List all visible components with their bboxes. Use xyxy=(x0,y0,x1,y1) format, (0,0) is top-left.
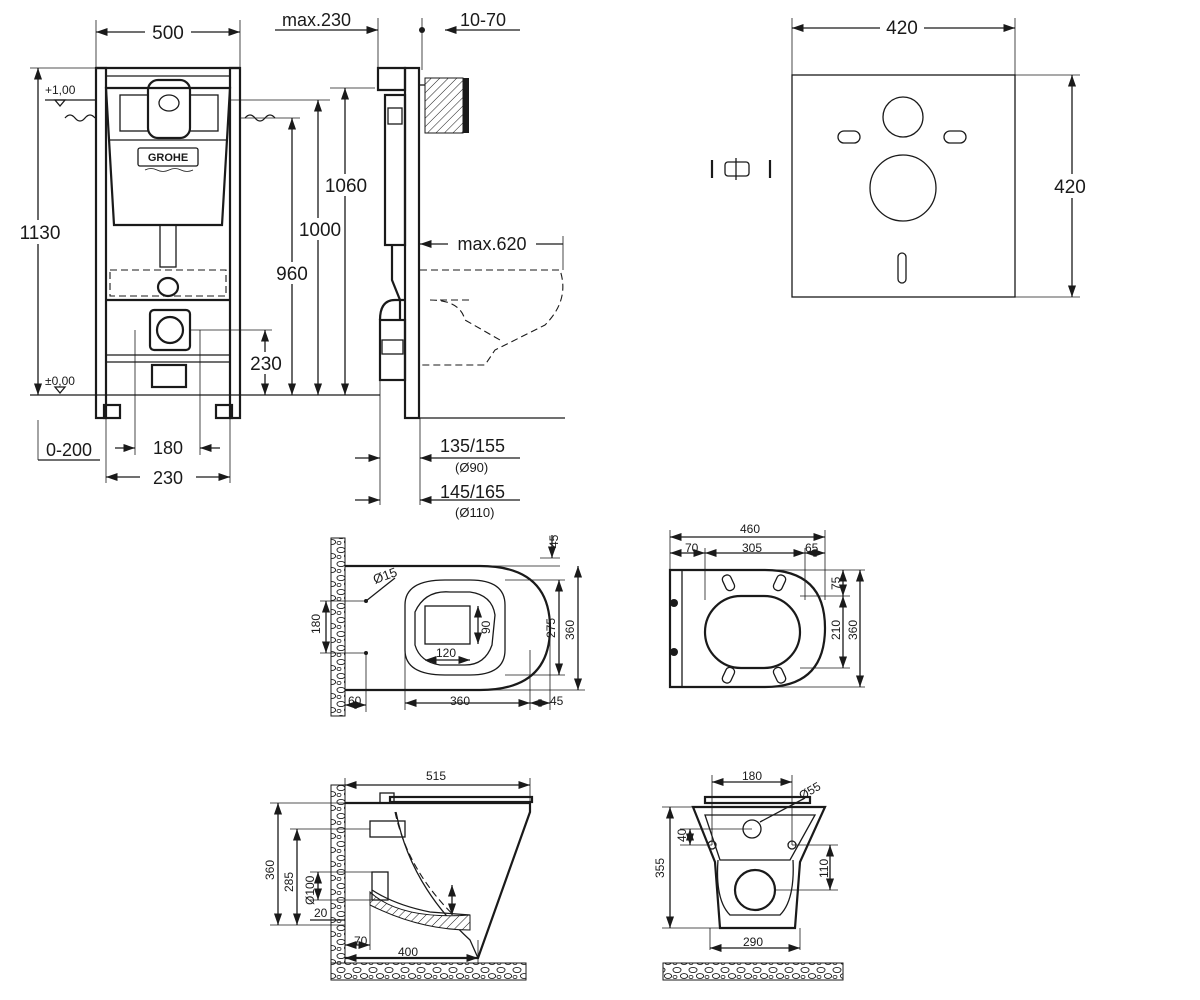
pad-width-420: 420 xyxy=(886,18,918,39)
dim-offset-0-200: 0-200 xyxy=(46,440,92,460)
pad-height-420: 420 xyxy=(1054,177,1086,198)
bowl-side-dim-100: Ø100 xyxy=(303,875,317,905)
dim-outlet-145-165: 145/165 xyxy=(440,482,505,502)
bowl-side-view: 515 360 285 Ø100 70 20 70 400 xyxy=(263,769,534,981)
level-floor: ±0,00 xyxy=(45,374,75,388)
bowl-side-dim-360: 360 xyxy=(263,860,277,880)
seat-dim-70: 70 xyxy=(685,541,699,555)
bowl-side-dim-285: 285 xyxy=(282,872,296,892)
dim-960: 960 xyxy=(276,264,308,285)
bowl-dim-45-top: 45 xyxy=(547,534,561,548)
dim-projection-max620: max.620 xyxy=(457,234,526,254)
seat-top-view: 460 70 305 65 75 210 360 xyxy=(668,522,865,689)
dim-1060: 1060 xyxy=(325,176,367,197)
bowl-dim-45-bottom: 45 xyxy=(550,694,564,708)
dim-outlet-dia-110: (Ø110) xyxy=(455,505,495,520)
bowl-dim-360-depth: 360 xyxy=(563,620,577,640)
bowl-side-dim-400: 400 xyxy=(398,945,418,959)
seat-dim-360: 360 xyxy=(846,620,860,640)
bowl-dim-360-bottom: 360 xyxy=(450,694,470,708)
bowl-rear-view: 180 Ø55 40 355 110 290 xyxy=(653,769,844,981)
bowl-dim-60: 60 xyxy=(348,694,362,708)
rear-dim-355: 355 xyxy=(653,858,667,878)
bowl-dim-275: 275 xyxy=(544,618,558,638)
rear-dim-290: 290 xyxy=(743,935,763,949)
bowl-side-dim-70: 70 xyxy=(354,934,368,948)
bowl-top-view: 45 Ø15 180 275 360 90 120 60 360 xyxy=(309,534,585,717)
frame-front-view: GROHE +1,00 ±0,00 500 1130 xyxy=(16,20,375,488)
seat-dim-305: 305 xyxy=(742,541,762,555)
dim-outlet-135-155: 135/155 xyxy=(440,436,505,456)
seat-dim-210: 210 xyxy=(829,620,843,640)
bowl-side-dim-515: 515 xyxy=(426,769,446,783)
dim-depth-max230: max.230 xyxy=(282,10,351,30)
rear-dim-110: 110 xyxy=(817,859,831,878)
sound-insulation-pad: 420 420 xyxy=(710,16,1092,298)
bowl-dim-90: 90 xyxy=(479,620,493,634)
bowl-dim-180: 180 xyxy=(309,614,323,634)
bowl-side-dim-20: 20 xyxy=(314,906,328,920)
frame-side-view: max.230 10-70 max.620 135/155 (Ø90) 145/… xyxy=(275,10,565,520)
rear-dim-180: 180 xyxy=(742,769,762,783)
seat-dim-65: 65 xyxy=(805,541,819,555)
bowl-dim-hole-15: Ø15 xyxy=(371,564,399,587)
dim-230-width: 230 xyxy=(153,468,183,488)
dim-1000: 1000 xyxy=(299,220,341,241)
dim-height-1130: 1130 xyxy=(20,223,61,244)
level-top: +1,00 xyxy=(45,83,76,97)
brand-logo: GROHE xyxy=(148,152,188,164)
dim-230-height: 230 xyxy=(250,354,282,375)
dim-180: 180 xyxy=(153,438,183,458)
dim-outlet-dia-90: (Ø90) xyxy=(455,460,488,475)
dim-spacer-10-70: 10-70 xyxy=(460,10,506,30)
dim-width-500: 500 xyxy=(152,23,184,44)
seat-dim-75: 75 xyxy=(829,576,843,590)
rear-dim-40: 40 xyxy=(675,828,689,842)
bowl-dim-120: 120 xyxy=(436,646,456,660)
seat-dim-460: 460 xyxy=(740,522,760,536)
